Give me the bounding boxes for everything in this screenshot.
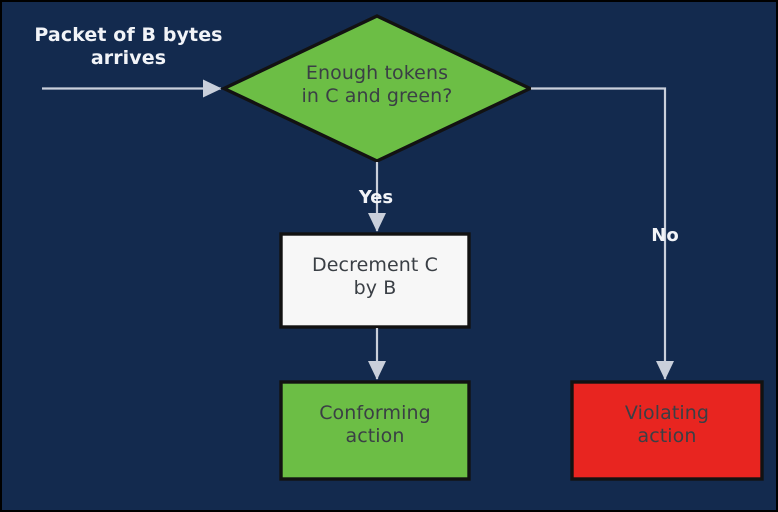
node-decision-diamond[interactable] xyxy=(220,14,534,163)
node-violating-box[interactable] xyxy=(570,380,764,481)
edge-no-branch xyxy=(531,87,675,380)
node-decrement-box[interactable] xyxy=(279,232,471,329)
node-conforming-box[interactable] xyxy=(279,380,471,481)
